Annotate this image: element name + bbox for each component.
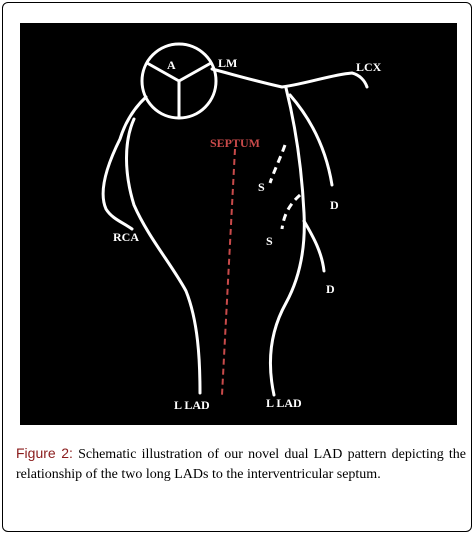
- caption-text: Schematic illustration of our novel dual…: [16, 447, 466, 482]
- label-lm: LM: [218, 56, 237, 70]
- label-llad-right: L LAD: [266, 396, 302, 410]
- figure-label: Figure 2:: [16, 445, 73, 461]
- coronary-diagram: A LM LCX SEPTUM RCA S S D D L LAD L LAD: [20, 23, 457, 425]
- septal-branch-2: [280, 193, 302, 230]
- valve-leaflet-2: [146, 61, 180, 83]
- diagonal-branch-1: [288, 93, 334, 187]
- coronary-schematic-svg: A LM LCX SEPTUM RCA S S D D L LAD L LAD: [101, 42, 382, 412]
- label-rca: RCA: [113, 230, 139, 244]
- left-lad-vessel: [125, 117, 202, 395]
- label-diagonal-1: D: [330, 198, 339, 212]
- septal-branch-1: [268, 144, 287, 184]
- figure-frame: A LM LCX SEPTUM RCA S S D D L LAD L LAD …: [2, 2, 472, 532]
- left-main-lcx-vessel: [210, 67, 369, 89]
- rca-vessel: [101, 95, 148, 231]
- label-septal-2: S: [266, 234, 273, 248]
- label-septal-1: S: [258, 180, 265, 194]
- label-aorta: A: [167, 58, 176, 72]
- label-diagonal-2: D: [326, 282, 335, 296]
- figure-caption: Figure 2: Schematic illustration of our …: [16, 443, 466, 485]
- diagonal-branch-2: [302, 219, 326, 273]
- right-lad-vessel: [268, 86, 306, 397]
- valve-leaflet-3: [178, 61, 212, 83]
- label-llad-left: L LAD: [174, 398, 210, 412]
- label-septum: SEPTUM: [210, 136, 260, 150]
- septum-line: [221, 148, 236, 396]
- label-lcx: LCX: [356, 60, 382, 74]
